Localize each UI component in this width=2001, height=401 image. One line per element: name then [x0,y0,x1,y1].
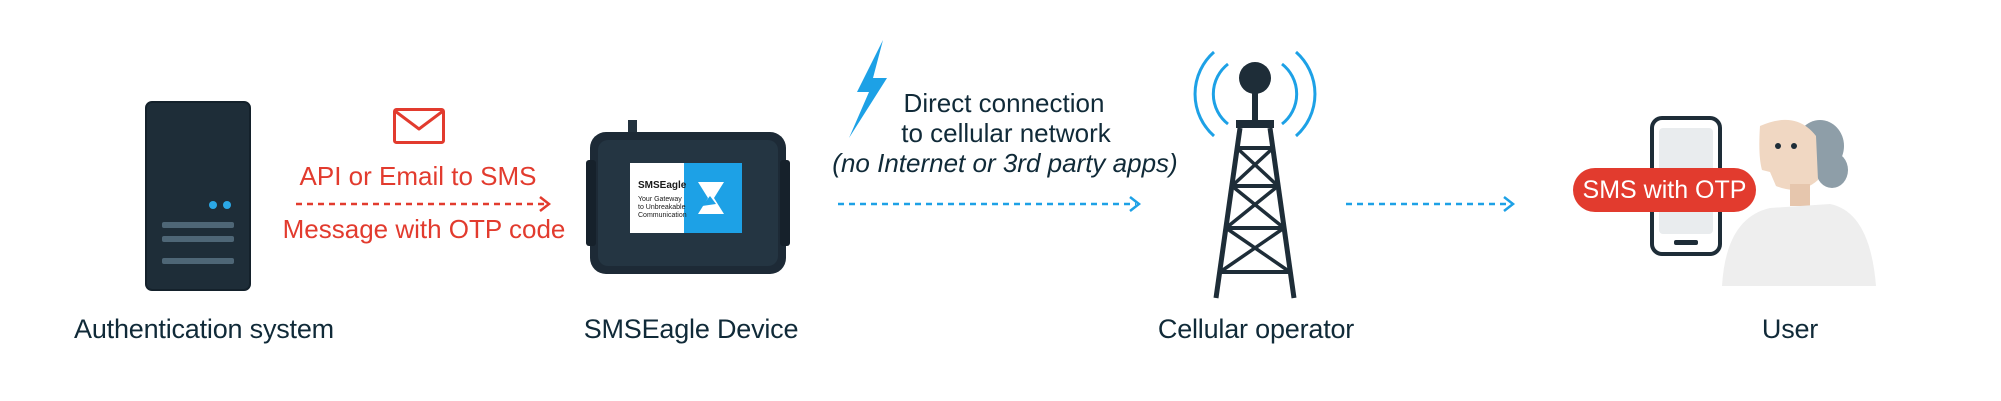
no-internet-label: (no Internet or 3rd party apps) [832,148,1178,178]
lightning-icon [849,40,887,138]
cellular-operator-label: Cellular operator [1157,314,1355,344]
device-tagline-2: to Unbreakable [638,204,686,211]
sms-with-otp-badge: SMS with OTP [1573,168,1756,212]
smseagle-device-icon [586,120,790,274]
cellular-network-label: to cellular network [901,118,1111,148]
auth-system-label: Authentication system [74,314,334,344]
device-tagline-1: Your Gateway [638,196,682,203]
smseagle-device-label: SMSEagle Device [583,314,799,344]
server-icon [145,101,251,291]
direct-connection-label: Direct connection [903,88,1105,118]
user-avatar-icon [1722,119,1876,286]
device-brand-text: SMSEagle [638,180,687,191]
cell-tower-icon [1193,50,1317,299]
envelope-icon [393,108,445,144]
api-email-label: API or Email to SMS [299,161,537,191]
blue-dashed-arrow-2 [1346,196,1516,212]
user-label: User [1761,314,1819,344]
device-tagline-3: Communication [638,212,687,219]
red-dashed-arrow [296,196,552,212]
blue-dashed-arrow-1 [838,196,1142,212]
otp-message-label: Message with OTP code [282,214,566,244]
